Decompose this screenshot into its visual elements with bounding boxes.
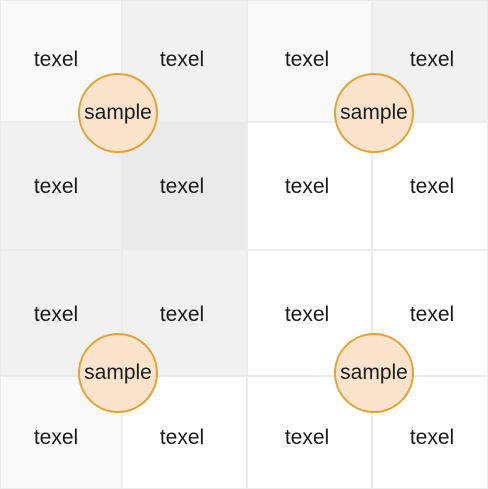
texel-label: texel	[159, 426, 205, 449]
sample-point: sample	[78, 333, 158, 413]
texel-label: texel	[284, 426, 330, 449]
texel-label: texel	[409, 48, 455, 71]
texel-label: texel	[33, 426, 79, 449]
texel-label: texel	[33, 175, 79, 198]
texel-label: texel	[409, 175, 455, 198]
sample-label: sample	[340, 101, 408, 124]
sample-label: sample	[84, 361, 152, 384]
texel-label: texel	[33, 303, 79, 326]
texel-label: texel	[159, 48, 205, 71]
sample-point: sample	[334, 73, 414, 153]
texel-label: texel	[33, 48, 79, 71]
sample-point: sample	[334, 333, 414, 413]
texel-label: texel	[284, 175, 330, 198]
texel-label: texel	[159, 175, 205, 198]
texel-label: texel	[284, 303, 330, 326]
texel-label: texel	[409, 303, 455, 326]
texel-label: texel	[159, 303, 205, 326]
texel-label: texel	[409, 426, 455, 449]
sample-point: sample	[78, 73, 158, 153]
sample-label: sample	[84, 101, 152, 124]
texel-label: texel	[284, 48, 330, 71]
sample-label: sample	[340, 361, 408, 384]
